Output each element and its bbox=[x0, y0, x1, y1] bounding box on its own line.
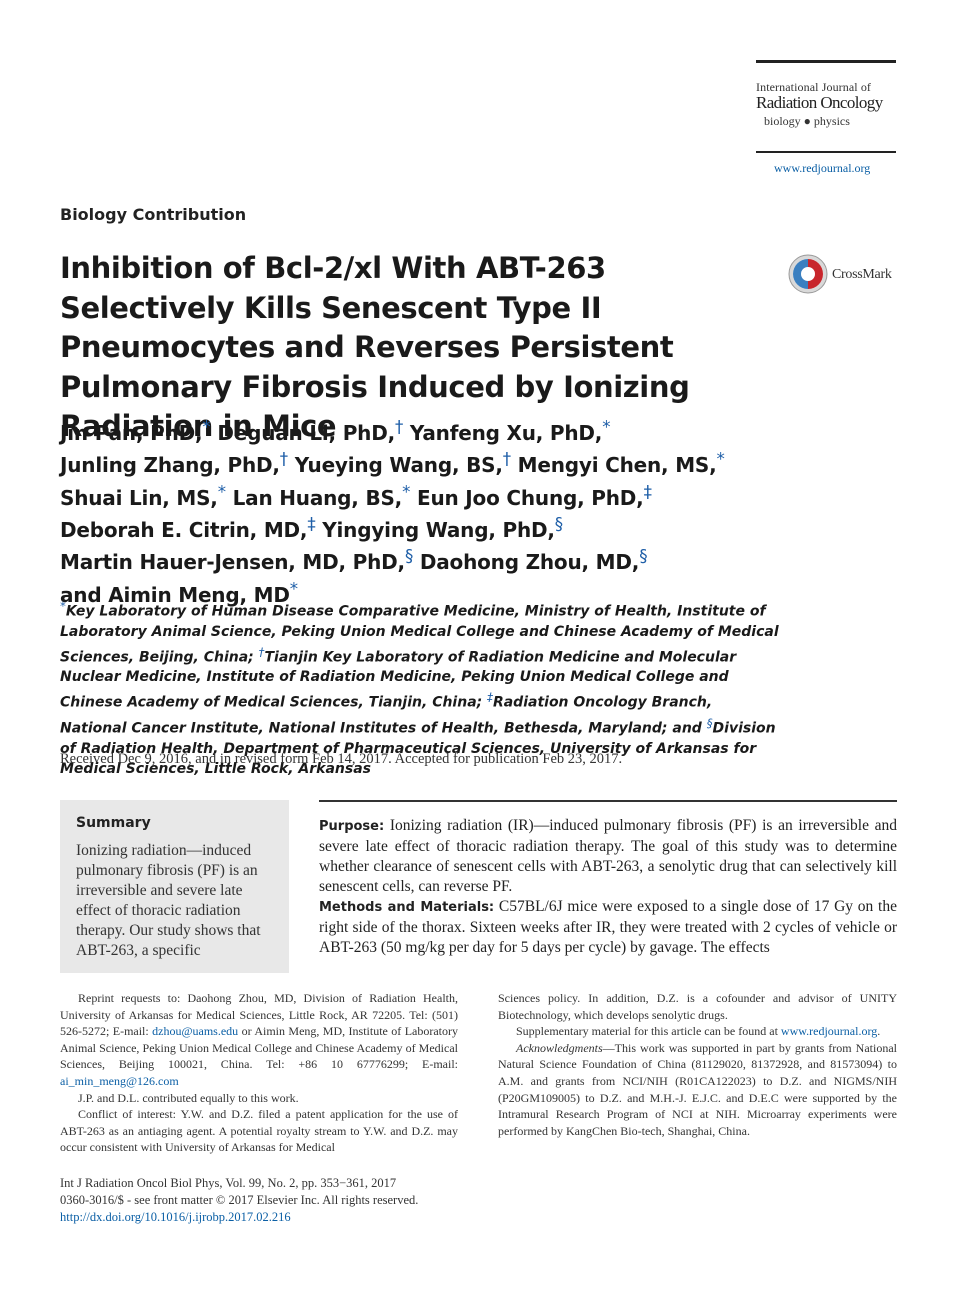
affiliation-mark: † bbox=[258, 644, 265, 659]
author-list: Jin Pan, PhD,* Deguan Li, PhD,† Yanfeng … bbox=[60, 414, 820, 609]
author-name: and Aimin Meng, MD bbox=[60, 582, 290, 607]
author-affiliation-mark: § bbox=[639, 546, 648, 566]
purpose-label: Purpose: bbox=[319, 819, 385, 834]
author-name: Deborah E. Citrin, MD, bbox=[60, 518, 308, 543]
author-entry: Junling Zhang, PhD,† bbox=[60, 449, 288, 478]
affiliations: *Key Laboratory of Human Disease Compara… bbox=[60, 596, 780, 779]
author-entry: Daohong Zhou, MD,§ bbox=[419, 546, 648, 575]
affiliation-mark: * bbox=[60, 599, 66, 613]
issn-line: 0360-3016/$ - see front matter © 2017 El… bbox=[60, 1193, 419, 1207]
author-entry: Deborah E. Citrin, MD,‡ bbox=[60, 514, 316, 543]
affiliation-mark: § bbox=[706, 715, 713, 730]
author-name: Daohong Zhou, MD, bbox=[419, 550, 640, 575]
author-name: Deguan Li, PhD, bbox=[217, 420, 396, 445]
author-affiliation-mark: ‡ bbox=[643, 481, 652, 501]
methods-label: Methods and Materials: bbox=[319, 900, 495, 915]
author-affiliation-mark: ‡ bbox=[307, 514, 316, 534]
methods-text: C57BL/6J mice were exposed to a single d… bbox=[319, 898, 897, 956]
summary-text: Ionizing radiation—induced pulmonary fib… bbox=[76, 842, 261, 959]
conflict-continued: Sciences policy. In addition, D.Z. is a … bbox=[498, 991, 897, 1022]
journal-url-link[interactable]: www.redjournal.org bbox=[774, 161, 871, 175]
author-entry: Jin Pan, PhD,* bbox=[60, 417, 211, 445]
conflict-of-interest: Conflict of interest: Y.W. and D.Z. file… bbox=[60, 1107, 458, 1155]
author-name: Mengyi Chen, MS, bbox=[517, 453, 717, 478]
citation-line: Int J Radiation Oncol Biol Phys, Vol. 99… bbox=[60, 1176, 397, 1190]
author-entry: Shuai Lin, MS,* bbox=[60, 482, 226, 510]
crossmark-label: CrossMark bbox=[832, 267, 892, 282]
author-affiliation-mark: § bbox=[404, 546, 414, 566]
author-entry: Mengyi Chen, MS,* bbox=[517, 449, 725, 478]
reprint-text-2: or Aimin Meng, MD, Institute of Laborato… bbox=[60, 1024, 458, 1072]
acknowledgments-text: —This work was supported in part by gran… bbox=[498, 1040, 897, 1138]
author-affiliation-mark: * bbox=[202, 417, 211, 436]
acknowledgments: Acknowledgments—This work was supported … bbox=[498, 1040, 897, 1140]
reprint-requests: Reprint requests to: Daohong Zhou, MD, D… bbox=[60, 990, 458, 1090]
author-name: Lan Huang, BS, bbox=[232, 485, 403, 510]
journal-name-line1: International Journal of bbox=[756, 80, 872, 94]
affiliation-4: Division of Radiation Health, Department… bbox=[60, 720, 776, 777]
abstract-top-rule bbox=[319, 800, 897, 802]
crossmark-icon bbox=[788, 254, 828, 294]
author-name: Yingying Wang, PhD, bbox=[322, 518, 555, 543]
acknowledgments-label: Acknowledgments bbox=[516, 1040, 603, 1055]
author-name: Yanfeng Xu, PhD, bbox=[409, 420, 603, 445]
affiliation-mark: ‡ bbox=[487, 690, 493, 705]
author-entry: Lan Huang, BS,* bbox=[232, 482, 411, 510]
author-entry: Martin Hauer-Jensen, MD, PhD,§ bbox=[60, 546, 414, 575]
supplementary-note: Supplementary material for this article … bbox=[498, 1023, 897, 1040]
email-link-zhou[interactable]: dzhou@uams.edu bbox=[152, 1024, 239, 1039]
author-affiliation-mark: † bbox=[502, 449, 511, 469]
doi-link[interactable]: http://dx.doi.org/10.1016/j.ijrobp.2017.… bbox=[60, 1210, 291, 1224]
author-affiliation-mark: * bbox=[289, 579, 298, 599]
author-name: Martin Hauer-Jensen, MD, PhD, bbox=[60, 550, 405, 575]
crossmark-badge[interactable]: CrossMark bbox=[788, 254, 908, 298]
author-affiliation-mark: * bbox=[602, 417, 611, 436]
summary-box: Summary Ionizing radiation—induced pulmo… bbox=[60, 800, 289, 973]
supplementary-url-link[interactable]: www.redjournal.org bbox=[780, 1024, 878, 1039]
author-entry: Yueying Wang, BS,† bbox=[294, 449, 511, 478]
affiliation-2: Tianjin Key Laboratory of Radiation Medi… bbox=[60, 649, 737, 711]
author-affiliation-mark: † bbox=[279, 449, 288, 469]
footnotes-left: Reprint requests to: Daohong Zhou, MD, D… bbox=[60, 990, 458, 1156]
author-name: Jin Pan, PhD, bbox=[60, 420, 203, 445]
journal-name-line3: biology ● physics bbox=[764, 114, 850, 128]
journal-name-line2: Radiation Oncology bbox=[756, 93, 883, 112]
equal-contribution-note: J.P. and D.L. contributed equally to thi… bbox=[78, 1090, 299, 1105]
author-entry: and Aimin Meng, MD* bbox=[60, 579, 298, 607]
page-footer: Int J Radiation Oncol Biol Phys, Vol. 99… bbox=[60, 1175, 480, 1226]
author-entry: Yingying Wang, PhD,§ bbox=[322, 514, 563, 543]
received-dates: Received Dec 9, 2016, and in revised for… bbox=[60, 751, 623, 767]
affiliation-3: Radiation Oncology Branch, National Canc… bbox=[60, 694, 713, 737]
abstract: Purpose: Ionizing radiation (IR)—induced… bbox=[319, 816, 897, 958]
author-entry: Deguan Li, PhD,† bbox=[217, 417, 403, 445]
supp-end: . bbox=[877, 1024, 881, 1039]
author-name: Eun Joo Chung, PhD, bbox=[417, 485, 644, 510]
footnotes-right: Sciences policy. In addition, D.Z. is a … bbox=[498, 990, 897, 1139]
author-affiliation-mark: § bbox=[554, 514, 563, 534]
reprint-text-1: Reprint requests to: Daohong Zhou, MD, D… bbox=[60, 991, 458, 1039]
author-name: Yueying Wang, BS, bbox=[294, 453, 503, 478]
email-link-meng[interactable]: ai_min_meng@126.com bbox=[60, 1073, 179, 1088]
article-title: Inhibition of Bcl-2/xl With ABT-263 Sele… bbox=[60, 251, 690, 443]
section-label: Biology Contribution bbox=[60, 205, 247, 224]
affiliation-1: Key Laboratory of Human Disease Comparat… bbox=[60, 603, 779, 666]
purpose-text: Ionizing radiation (IR)—induced pulmonar… bbox=[319, 817, 897, 895]
author-affiliation-mark: * bbox=[217, 481, 226, 501]
author-affiliation-mark: * bbox=[402, 481, 411, 501]
author-affiliation-mark: * bbox=[716, 449, 725, 469]
author-entry: Yanfeng Xu, PhD,* bbox=[409, 417, 611, 445]
masthead-top-rule bbox=[756, 60, 896, 63]
author-name: Shuai Lin, MS, bbox=[60, 485, 218, 510]
author-affiliation-mark: † bbox=[395, 417, 404, 436]
author-name: Junling Zhang, PhD, bbox=[60, 453, 280, 478]
summary-heading: Summary bbox=[76, 815, 151, 831]
masthead-bottom-rule bbox=[756, 151, 896, 153]
author-entry: Eun Joo Chung, PhD,‡ bbox=[417, 482, 652, 510]
supp-text: Supplementary material for this article … bbox=[516, 1024, 781, 1039]
